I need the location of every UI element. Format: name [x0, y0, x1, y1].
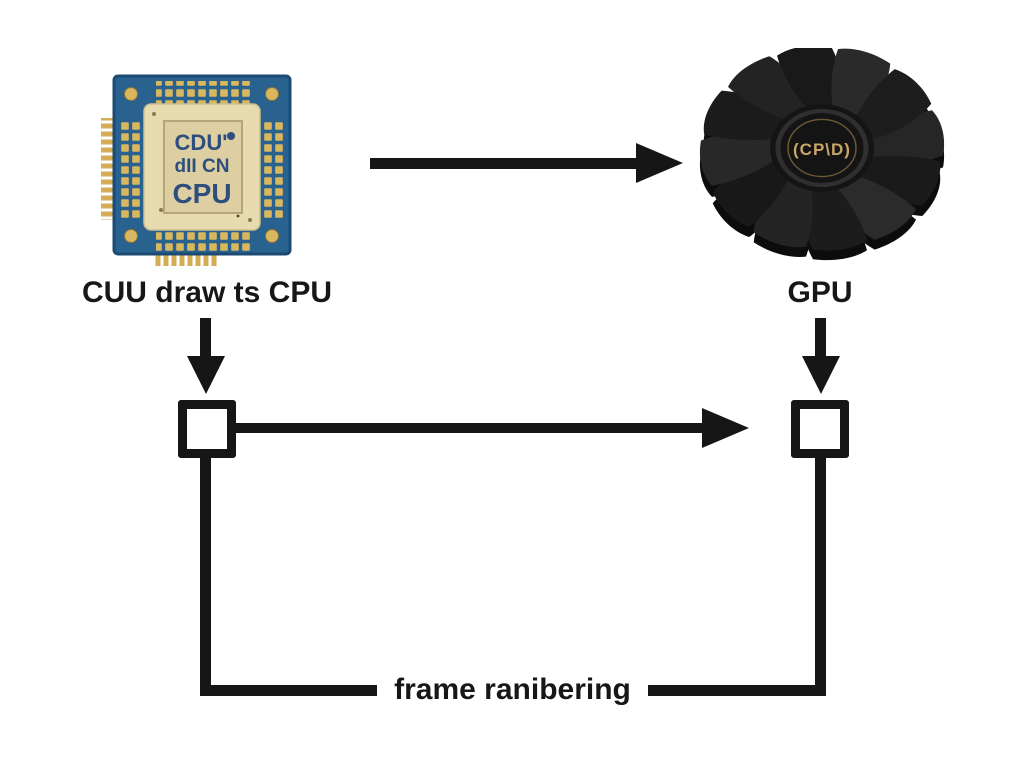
- cpu-corner-screw: [265, 229, 279, 243]
- arrow-head: [802, 356, 840, 394]
- loop-label: frame ranibering: [394, 673, 631, 706]
- loop-line-left-vertical: [200, 456, 211, 696]
- cpu-corner-screw: [124, 229, 138, 243]
- arrow-shaft: [815, 318, 826, 360]
- die-text-dot: [227, 132, 235, 140]
- gpu-label: GPU: [787, 276, 853, 309]
- cpu-pad-grid-top: [156, 81, 251, 104]
- cpu-edge-connector-left: [101, 118, 114, 220]
- gpu-fan-image: (CP\D): [695, 48, 950, 266]
- cpu-node-box: [178, 400, 236, 458]
- fan-hub: [770, 104, 874, 192]
- arrow-shaft: [236, 423, 706, 433]
- cpu-pad-grid-left: [118, 121, 141, 221]
- substrate-dot: [152, 112, 156, 116]
- cpu-pad-grid-right: [263, 121, 286, 221]
- cpu-die-text-line1: CDU': [175, 130, 228, 155]
- arrow-head: [187, 356, 225, 394]
- cpu-pad-grid-bottom: [156, 230, 251, 251]
- loop-line-right-vertical: [815, 456, 826, 696]
- cpu-die-text-line3: CPU: [172, 178, 231, 209]
- substrate-dot: [236, 214, 240, 218]
- cpu-die-text-line2: dII CN: [175, 156, 230, 177]
- cpu-corner-screw: [265, 87, 279, 101]
- cpu-chip-image: CDU' dII CN CPU: [101, 74, 292, 266]
- loop-line-bottom-left: [200, 685, 377, 696]
- arrow-shaft: [200, 318, 211, 360]
- arrow-shaft: [370, 158, 640, 169]
- cpu-corner-screw: [124, 87, 138, 101]
- arrow-head: [636, 143, 683, 183]
- loop-line-bottom-right: [648, 685, 826, 696]
- fan-blades: [695, 48, 950, 256]
- substrate-dot: [159, 208, 163, 212]
- gpu-node-box: [791, 400, 849, 458]
- substrate-dot: [248, 218, 252, 222]
- cpu-label: CUU draw ts CPU: [81, 276, 333, 309]
- fan-hub-text: (CP\D): [793, 140, 851, 159]
- arrow-head: [702, 408, 749, 448]
